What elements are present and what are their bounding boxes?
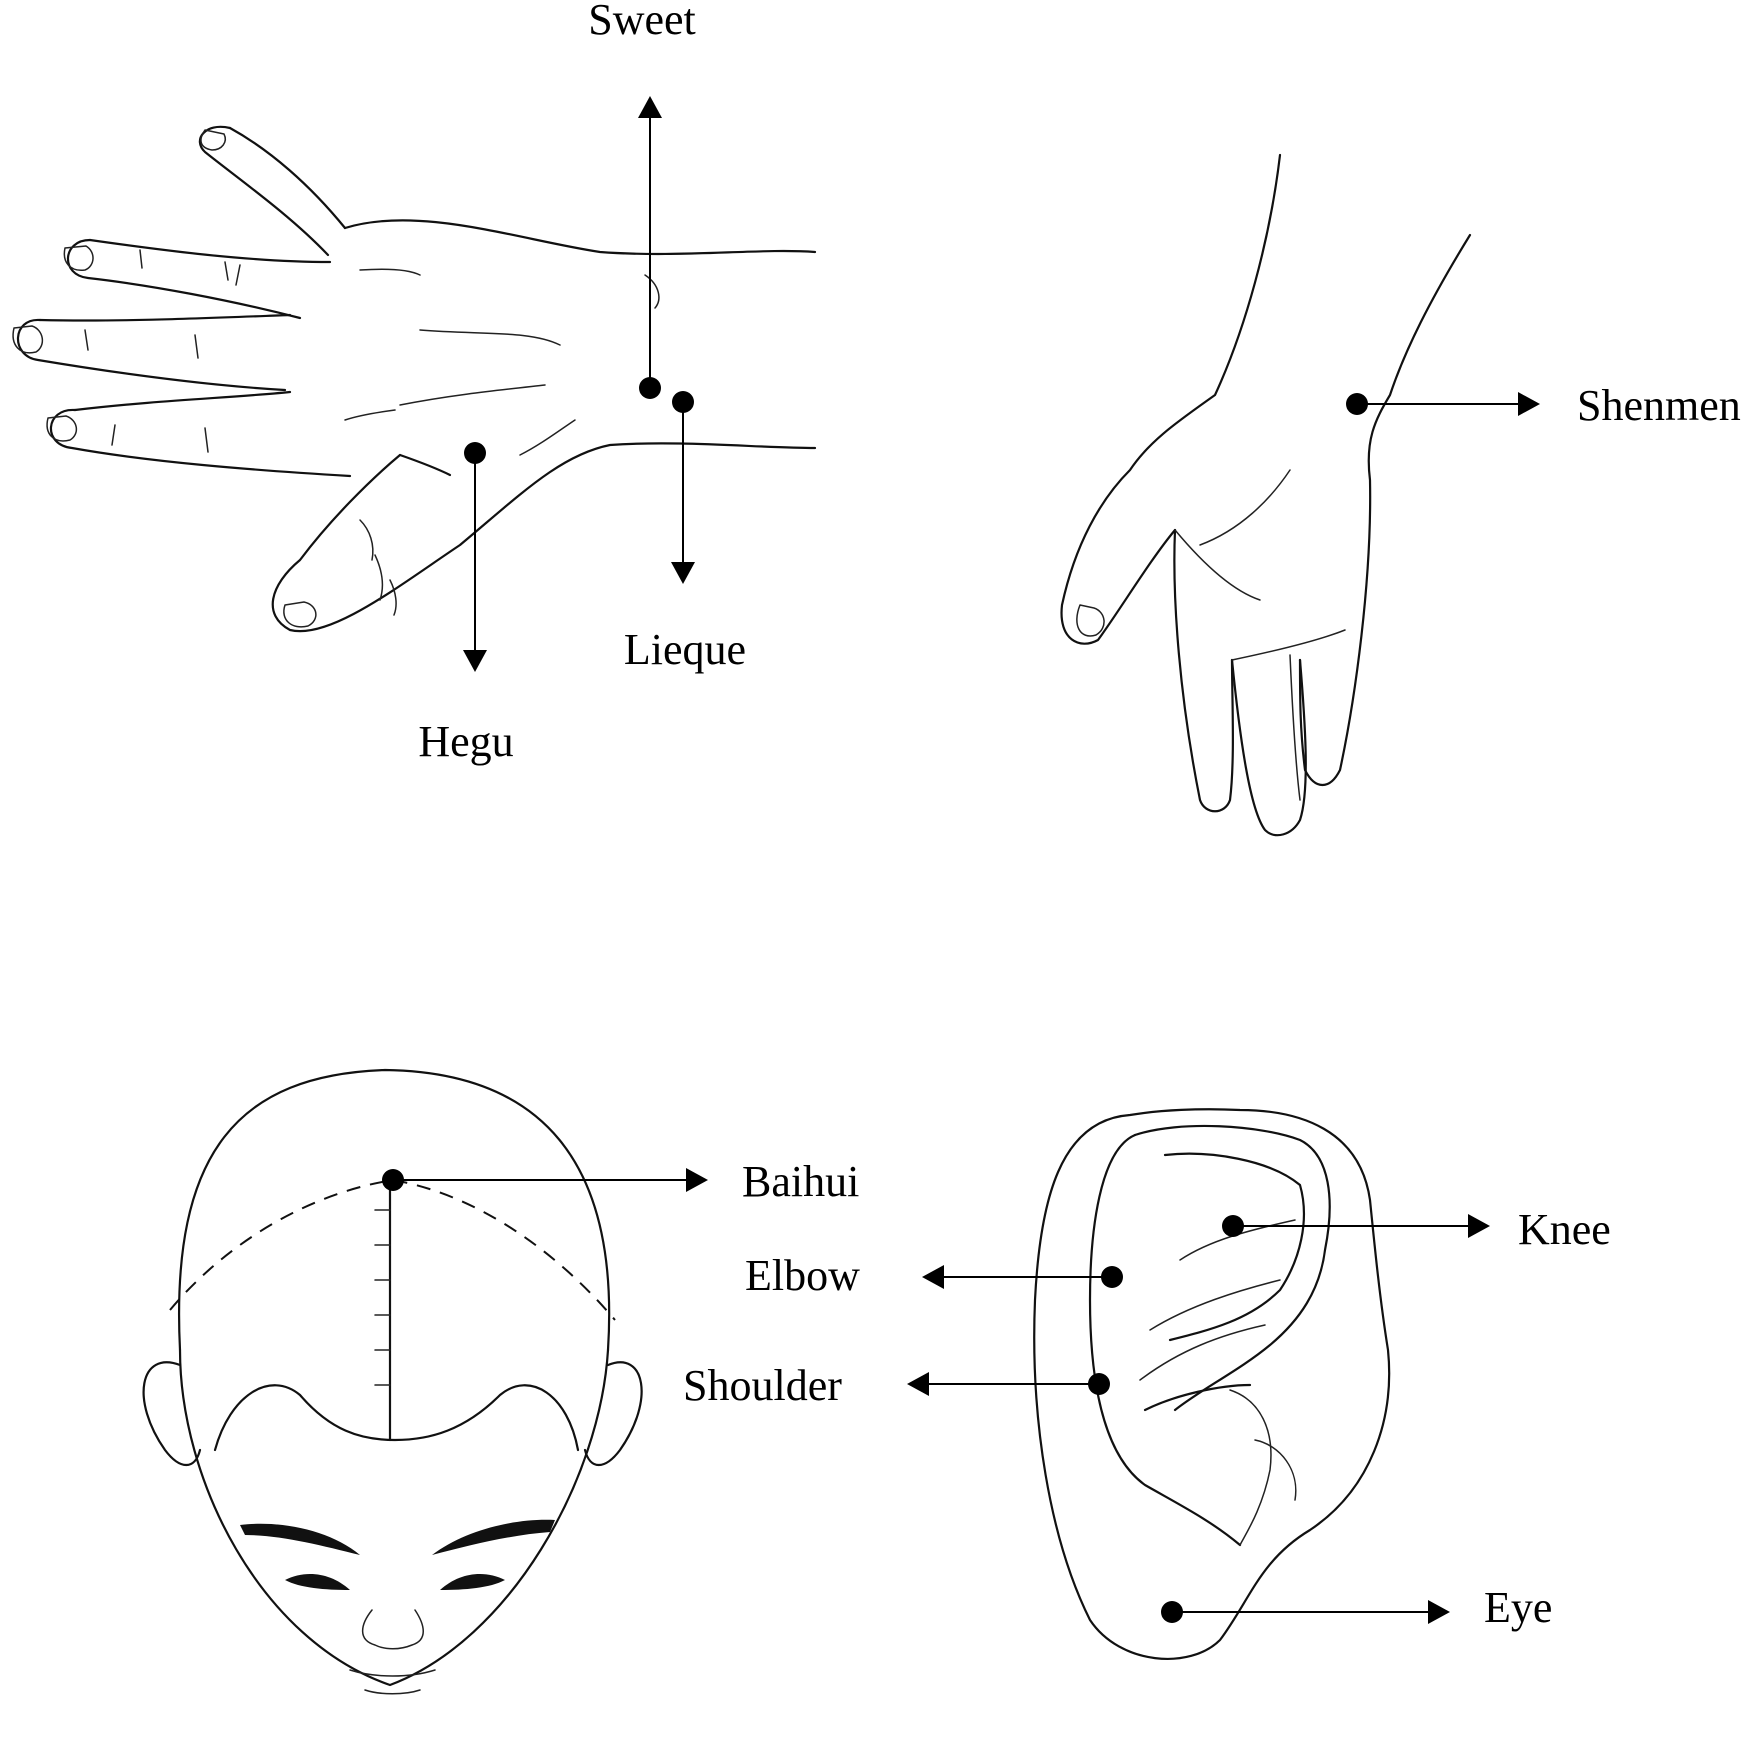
acupoint-eye xyxy=(1161,1600,1450,1624)
label-shoulder: Shoulder xyxy=(683,1361,842,1410)
acupoint-shenmen xyxy=(1346,392,1540,416)
label-lieque: Lieque xyxy=(624,625,746,674)
acupoint-knee xyxy=(1222,1214,1490,1238)
label-sweet: Sweet xyxy=(588,0,696,44)
palm-hand-illustration xyxy=(1060,153,1472,837)
acupoint-hegu xyxy=(463,442,487,672)
acupoint-shoulder xyxy=(907,1372,1110,1396)
label-eye: Eye xyxy=(1484,1583,1552,1632)
acupoint-sweet xyxy=(638,96,662,399)
acupoint-elbow xyxy=(922,1265,1123,1289)
dorsal-hand-illustration xyxy=(12,125,817,633)
head-illustration xyxy=(142,1068,643,1695)
label-baihui: Baihui xyxy=(742,1157,859,1206)
label-elbow: Elbow xyxy=(745,1251,860,1300)
ear-illustration xyxy=(1033,1108,1391,1660)
label-hegu: Hegu xyxy=(418,717,513,766)
label-knee: Knee xyxy=(1518,1205,1611,1254)
acupoint-lieque xyxy=(671,391,695,584)
label-shenmen: Shenmen xyxy=(1577,381,1741,430)
acupoint-baihui xyxy=(382,1168,708,1192)
